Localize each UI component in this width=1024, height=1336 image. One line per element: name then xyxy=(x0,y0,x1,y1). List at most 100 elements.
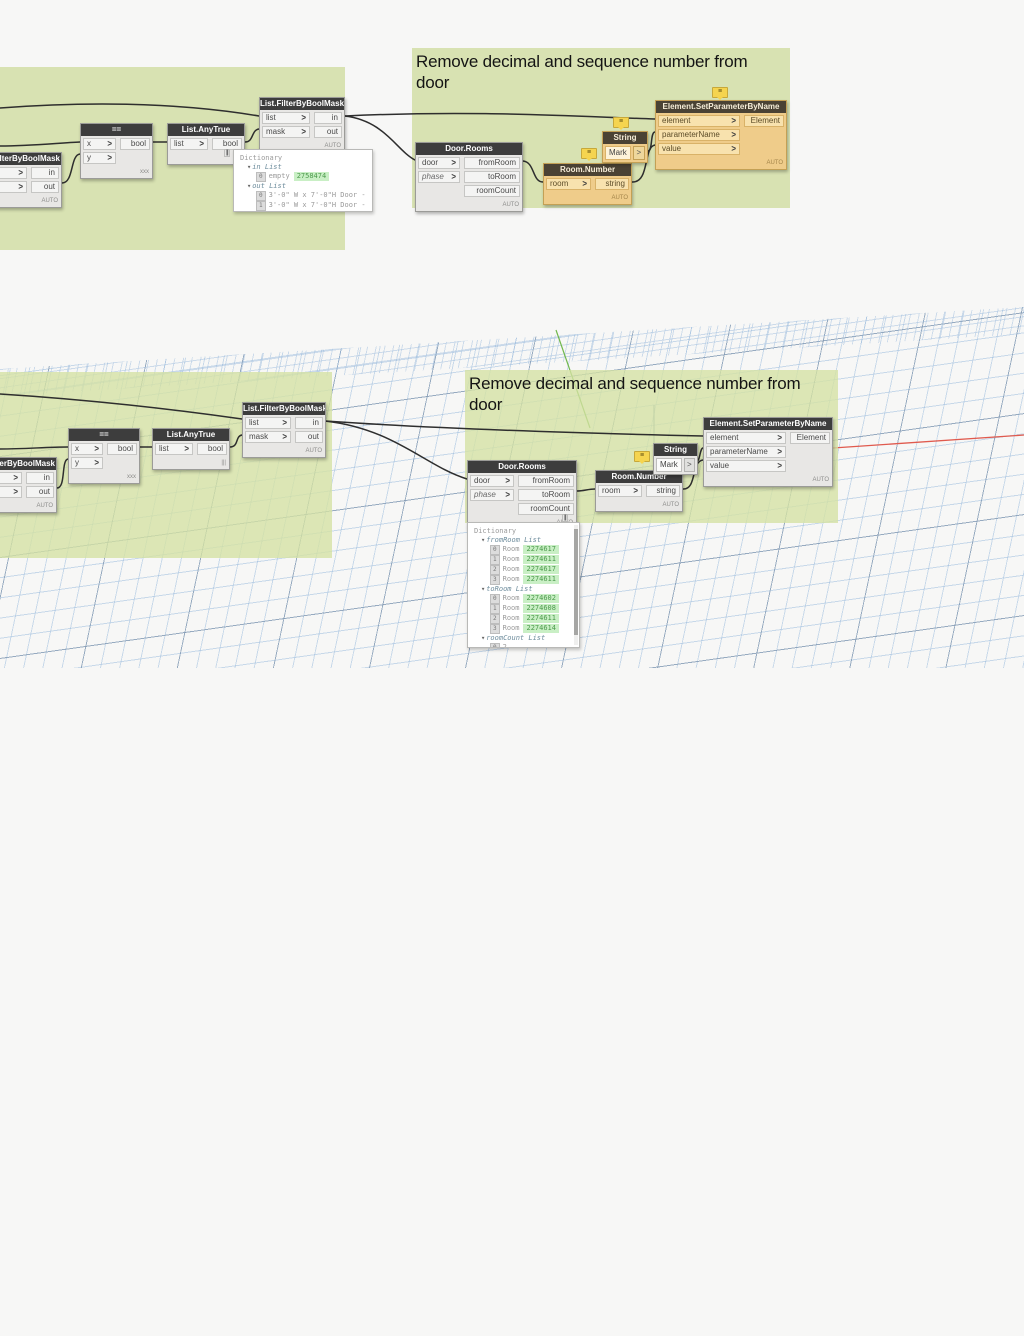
output-port[interactable]: fromRoom xyxy=(518,475,574,487)
node-string[interactable]: String Mark > xyxy=(602,131,648,163)
node-door-rooms[interactable]: Door.Rooms door> phase> fromRoom toRoom … xyxy=(467,460,577,530)
lacing-indicator[interactable]: xxx xyxy=(127,474,136,480)
output-port[interactable]: out xyxy=(31,181,59,193)
input-port[interactable]: value> xyxy=(706,460,786,472)
collapse-arrow-icon[interactable]: ▾ xyxy=(247,182,252,190)
output-port[interactable]: out xyxy=(295,431,323,443)
node-note-icon[interactable]: ≡ xyxy=(712,87,728,100)
string-expand-button[interactable]: > xyxy=(683,458,695,472)
output-port[interactable]: roomCount xyxy=(464,185,520,197)
output-port[interactable]: Element xyxy=(744,115,784,127)
node-element-setparameterbyname[interactable]: Element.SetParameterByName element> para… xyxy=(703,417,833,487)
port-chevron-icon: > xyxy=(13,472,18,483)
lacing-indicator[interactable]: AUTO xyxy=(36,503,53,509)
output-port[interactable]: in xyxy=(26,472,54,484)
input-port[interactable]: > xyxy=(0,167,27,179)
input-port[interactable]: phase> xyxy=(418,171,460,183)
lacing-indicator[interactable]: AUTO xyxy=(502,202,519,208)
lacing-indicator[interactable]: xxx xyxy=(140,169,149,175)
node-note-icon[interactable]: ≡ xyxy=(613,117,629,130)
input-port[interactable]: parameterName> xyxy=(706,446,786,458)
node-list-filterbyboolmask-cut[interactable]: List.FilterByBoolMask > > in out AUTO xyxy=(0,457,57,513)
lacing-indicator[interactable]: AUTO xyxy=(305,448,322,454)
output-port[interactable]: string xyxy=(646,485,680,497)
input-port[interactable]: element> xyxy=(658,115,740,127)
scrollbar-thumb[interactable] xyxy=(574,529,578,635)
input-port[interactable]: phase> xyxy=(470,489,514,501)
input-port[interactable]: room> xyxy=(546,178,591,190)
output-port[interactable]: toRoom xyxy=(464,171,520,183)
input-port[interactable]: x> xyxy=(71,443,103,455)
port-chevron-icon: > xyxy=(301,112,306,123)
input-port[interactable]: x> xyxy=(83,138,116,150)
input-port[interactable]: > xyxy=(0,486,22,498)
node-title: Element.SetParameterByName xyxy=(704,418,832,430)
node-element-setparameterbyname[interactable]: Element.SetParameterByName element> para… xyxy=(655,100,787,170)
output-port[interactable]: in xyxy=(314,112,342,124)
output-port[interactable]: in xyxy=(31,167,59,179)
input-port[interactable]: list> xyxy=(262,112,310,124)
node-note-icon[interactable]: ≡ xyxy=(634,451,650,464)
preview-pin-icon[interactable]: ||| xyxy=(224,149,230,157)
output-port[interactable]: bool xyxy=(107,443,137,455)
output-port[interactable]: Element xyxy=(790,432,830,444)
input-port[interactable]: mask> xyxy=(245,431,291,443)
node-door-rooms[interactable]: Door.Rooms door> phase> fromRoom toRoom … xyxy=(415,142,523,212)
node-title: List.FilterByBoolMask xyxy=(0,153,61,165)
node-list-anytrue[interactable]: List.AnyTrue list> bool ||| xyxy=(167,123,245,165)
node-list-filterbyboolmask[interactable]: List.FilterByBoolMask list> mask> in out… xyxy=(259,97,345,153)
collapse-arrow-icon[interactable]: ▾ xyxy=(481,634,486,642)
node-room-number[interactable]: Room.Number room> string AUTO xyxy=(595,470,683,512)
input-port[interactable]: y> xyxy=(71,457,103,469)
bubble-scrollbar[interactable] xyxy=(574,525,578,645)
input-port[interactable]: > xyxy=(0,181,27,193)
collapse-arrow-icon[interactable]: ▾ xyxy=(481,536,486,544)
lacing-indicator[interactable]: AUTO xyxy=(611,195,628,201)
input-port[interactable]: y> xyxy=(83,152,116,164)
node-list-filterbyboolmask-cut[interactable]: List.FilterByBoolMask > > in out AUTO xyxy=(0,152,62,208)
node-equals[interactable]: == x> y> bool xxx xyxy=(80,123,153,179)
input-port[interactable]: list> xyxy=(155,443,193,455)
input-port[interactable]: > xyxy=(0,472,22,484)
node-room-number[interactable]: Room.Number room> string AUTO xyxy=(543,163,632,205)
collapse-arrow-icon[interactable]: ▾ xyxy=(481,585,486,593)
preview-pin-icon[interactable]: ||| xyxy=(562,514,568,522)
output-port[interactable]: bool xyxy=(197,443,227,455)
input-port[interactable]: door> xyxy=(470,475,514,487)
input-port[interactable]: element> xyxy=(706,432,786,444)
input-port[interactable]: list> xyxy=(170,138,208,150)
output-port[interactable]: toRoom xyxy=(518,489,574,501)
node-list-anytrue[interactable]: List.AnyTrue list> bool ||| xyxy=(152,428,230,470)
node-list-filterbyboolmask[interactable]: List.FilterByBoolMask list> mask> in out… xyxy=(242,402,326,458)
output-port[interactable]: string xyxy=(595,178,629,190)
output-port[interactable]: fromRoom xyxy=(464,157,520,169)
input-port[interactable]: mask> xyxy=(262,126,310,138)
node-string[interactable]: String Mark > xyxy=(653,443,698,475)
input-port[interactable]: room> xyxy=(598,485,642,497)
lacing-indicator[interactable]: AUTO xyxy=(662,502,679,508)
lacing-indicator[interactable]: AUTO xyxy=(324,143,341,149)
port-chevron-icon: > xyxy=(451,157,456,168)
input-port[interactable]: door> xyxy=(418,157,460,169)
output-port[interactable]: out xyxy=(314,126,342,138)
string-value-input[interactable]: Mark xyxy=(605,146,631,160)
input-port[interactable]: list> xyxy=(245,417,291,429)
lacing-indicator[interactable]: ||| xyxy=(221,460,226,466)
node-note-icon[interactable]: ≡ xyxy=(581,148,597,161)
lacing-indicator[interactable]: AUTO xyxy=(766,160,783,166)
input-port[interactable]: parameterName> xyxy=(658,129,740,141)
string-expand-button[interactable]: > xyxy=(632,146,645,160)
lacing-indicator[interactable]: AUTO xyxy=(41,198,58,204)
output-port[interactable]: out xyxy=(26,486,54,498)
output-port[interactable]: roomCount xyxy=(518,503,574,515)
output-port[interactable]: in xyxy=(295,417,323,429)
node-equals[interactable]: == x> y> bool xxx xyxy=(68,428,140,484)
lacing-indicator[interactable]: AUTO xyxy=(812,477,829,483)
collapse-arrow-icon[interactable]: ▾ xyxy=(247,163,252,171)
input-port[interactable]: value> xyxy=(658,143,740,155)
string-value-input[interactable]: Mark xyxy=(656,458,682,472)
output-port[interactable]: bool xyxy=(120,138,150,150)
